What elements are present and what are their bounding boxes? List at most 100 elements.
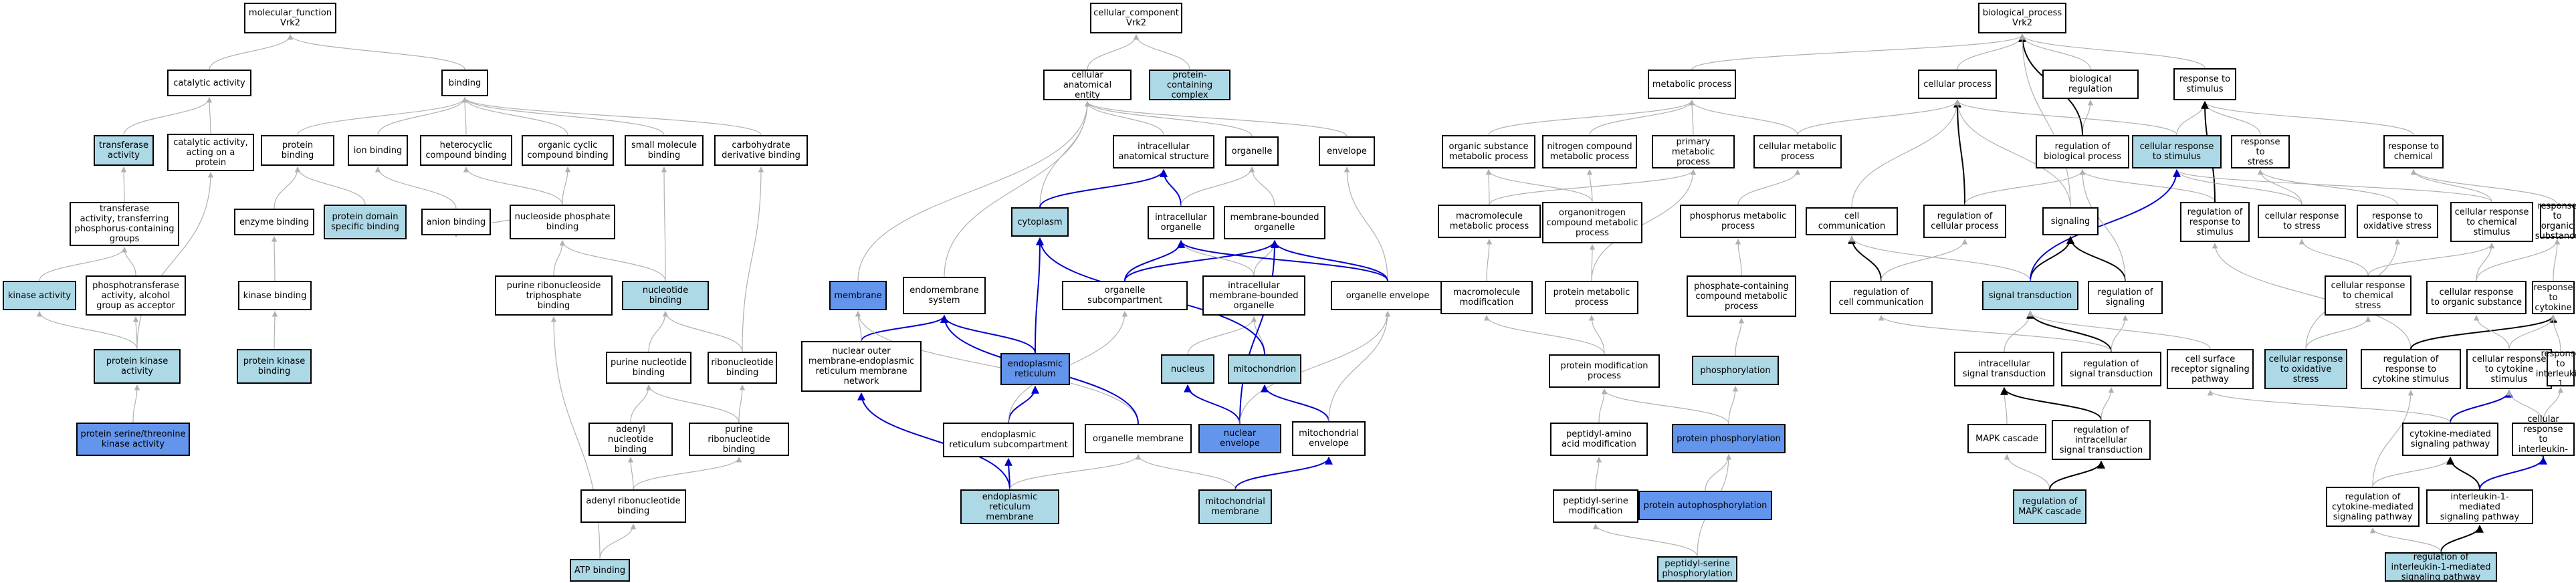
node-intracellular-anatomical-structure[interactable]: intracellular anatomical structure [1113, 135, 1214, 168]
node-adenyl-ribonucleotide-binding[interactable]: adenyl ribonucleotide binding [580, 489, 686, 523]
node-nucleus[interactable]: nucleus [1161, 354, 1214, 384]
node-atp-binding[interactable]: ATP binding [570, 559, 630, 582]
node-signal-transduction[interactable]: signal transduction [1982, 281, 2078, 310]
node-membrane-bounded-organelle[interactable]: membrane-bounded organelle [1224, 206, 1325, 239]
node-cellular-metabolic-process[interactable]: cellular metabolic process [1753, 135, 1842, 168]
node-cellular-anatomical-entity[interactable]: cellular anatomical entity [1043, 70, 1132, 100]
node-nuclear-envelope[interactable]: nuclear envelope [1198, 424, 1281, 453]
node-purine-ribonucleoside-triphosphate-binding[interactable]: purine ribonucleoside triphosphate bindi… [495, 275, 613, 316]
node-mitochondrial-envelope[interactable]: mitochondrial envelope [1292, 421, 1366, 456]
node-molecular-function-root[interactable]: molecular_function Vrk2 [244, 3, 336, 33]
node-phosphorylation[interactable]: phosphorylation [1692, 356, 1779, 385]
node-kinase-activity[interactable]: kinase activity [3, 281, 76, 310]
node-mitochondrial-membrane[interactable]: mitochondrial membrane [1198, 489, 1272, 524]
node-membrane[interactable]: membrane [829, 281, 887, 310]
node-intracellular-signal-transduction[interactable]: intracellular signal transduction [1954, 352, 2054, 386]
node-protein-kinase-binding[interactable]: protein kinase binding [237, 349, 312, 384]
node-endoplasmic-reticulum-subcompartment[interactable]: endoplasmic reticulum subcompartment [943, 423, 1074, 457]
node-nitrogen-compound-metabolic-process[interactable]: nitrogen compound metabolic process [1542, 135, 1637, 168]
node-metabolic-process[interactable]: metabolic process [1648, 70, 1736, 99]
node-phosphotransferase-alcohol-acceptor[interactable]: phosphotransferase activity, alcohol gro… [86, 275, 186, 316]
node-macromolecule-metabolic-process[interactable]: macromolecule metabolic process [1438, 205, 1541, 238]
node-phosphate-containing-compound-metabolic-process[interactable]: phosphate-containing compound metabolic … [1687, 275, 1796, 317]
node-envelope[interactable]: envelope [1319, 136, 1375, 166]
node-catalytic-activity[interactable]: catalytic activity [167, 70, 251, 96]
node-protein-kinase-activity[interactable]: protein kinase activity [94, 349, 181, 384]
node-macromolecule-modification[interactable]: macromolecule modification [1440, 281, 1533, 314]
node-transferase-activity[interactable]: transferase activity [94, 135, 154, 166]
node-nucleotide-binding[interactable]: nucleotide binding [622, 281, 709, 310]
node-ion-binding[interactable]: ion binding [348, 135, 408, 166]
node-peptidyl-serine-phosphorylation[interactable]: peptidyl-serine phosphorylation [1657, 556, 1737, 582]
node-anion-binding[interactable]: anion binding [421, 209, 491, 235]
node-organelle[interactable]: organelle [1225, 136, 1279, 166]
node-transferase-phosphorus-groups[interactable]: transferase activity, transferring phosp… [70, 202, 179, 246]
node-intracellular-membrane-bounded-organelle[interactable]: intracellular membrane-bounded organelle [1202, 275, 1305, 316]
node-biological-regulation[interactable]: biological regulation [2042, 70, 2139, 99]
node-cytokine-mediated-signaling-pathway[interactable]: cytokine-mediated signaling pathway [2402, 423, 2498, 456]
node-cellular-process[interactable]: cellular process [1918, 70, 1997, 99]
node-regulation-of-cellular-process[interactable]: regulation of cellular process [1923, 205, 2006, 238]
node-purine-ribonucleotide-binding[interactable]: purine ribonucleotide binding [689, 423, 789, 456]
node-organelle-subcompartment[interactable]: organelle subcompartment [1062, 281, 1188, 310]
node-cellular-response-to-organic-substance[interactable]: cellular response to organic substance [2426, 281, 2527, 314]
node-cytoplasm[interactable]: cytoplasm [1011, 207, 1069, 237]
node-biological-process-root[interactable]: biological_process Vrk2 [1978, 3, 2066, 33]
node-organelle-envelope[interactable]: organelle envelope [1331, 281, 1444, 310]
node-mapk-cascade[interactable]: MAPK cascade [1967, 424, 2046, 453]
node-regulation-of-interleukin-1-mediated-signaling-pathway[interactable]: regulation of interleukin-1-mediated sig… [2385, 552, 2497, 582]
node-endoplasmic-reticulum-membrane[interactable]: endoplasmic reticulum membrane [960, 489, 1059, 524]
node-organonitrogen-compound-metabolic-process[interactable]: organonitrogen compound metabolic proces… [1542, 202, 1642, 243]
node-kinase-binding[interactable]: kinase binding [238, 281, 312, 310]
node-cellular-component-root[interactable]: cellular_component Vrk2 [1090, 3, 1182, 33]
node-endomembrane-system[interactable]: endomembrane system [903, 277, 986, 314]
node-response-to-cytokine[interactable]: response to cytokine [2532, 281, 2575, 314]
node-organic-cyclic-compound-binding[interactable]: organic cyclic compound binding [522, 135, 614, 166]
node-response-to-organic-substance[interactable]: response to organic substance [2535, 201, 2576, 241]
node-cellular-response-to-chemical-stress[interactable]: cellular response to chemical stress [2325, 275, 2411, 316]
node-regulation-of-signaling[interactable]: regulation of signaling [2088, 281, 2163, 314]
node-organic-substance-metabolic-process[interactable]: organic substance metabolic process [1442, 135, 1535, 168]
node-heterocyclic-compound-binding[interactable]: heterocyclic compound binding [420, 135, 512, 166]
node-small-molecule-binding[interactable]: small molecule binding [625, 135, 704, 166]
node-protein-phosphorylation[interactable]: protein phosphorylation [1672, 424, 1786, 453]
node-phosphorus-metabolic-process[interactable]: phosphorus metabolic process [1680, 205, 1796, 238]
node-protein-binding[interactable]: protein binding [261, 135, 334, 166]
node-cellular-response-to-stress[interactable]: cellular response to stress [2258, 205, 2346, 238]
node-cell-communication[interactable]: cell communication [1806, 207, 1898, 235]
node-peptidyl-serine-modification[interactable]: peptidyl-serine modification [1553, 489, 1638, 523]
node-regulation-of-response-to-stimulus[interactable]: regulation of response to stimulus [2180, 202, 2250, 242]
node-signaling[interactable]: signaling [2042, 207, 2099, 235]
node-regulation-of-intracellular-signal-transduction[interactable]: regulation of intracellular signal trans… [2052, 420, 2151, 460]
node-protein-domain-specific-binding[interactable]: protein domain specific binding [324, 205, 407, 239]
node-cellular-response-to-oxidative-stress[interactable]: cellular response to oxidative stress [2264, 349, 2347, 389]
node-regulation-of-signal-transduction[interactable]: regulation of signal transduction [2061, 352, 2161, 386]
node-response-to-oxidative-stress[interactable]: response to oxidative stress [2357, 205, 2438, 238]
node-protein-metabolic-process[interactable]: protein metabolic process [1545, 281, 1638, 314]
node-ribonucleotide-binding[interactable]: ribonucleotide binding [708, 352, 777, 384]
node-primary-metabolic-process[interactable]: primary metabolic process [1652, 135, 1735, 168]
node-binding[interactable]: binding [441, 70, 488, 96]
node-regulation-of-mapk-cascade[interactable]: regulation of MAPK cascade [2013, 489, 2086, 524]
node-peptidyl-amino-acid-modification[interactable]: peptidyl-amino acid modification [1550, 423, 1648, 456]
node-enzyme-binding[interactable]: enzyme binding [234, 209, 314, 235]
node-regulation-of-cell-communication[interactable]: regulation of cell communication [1830, 281, 1933, 314]
node-response-to-stress[interactable]: response to stress [2231, 135, 2290, 168]
node-purine-nucleotide-binding[interactable]: purine nucleotide binding [606, 352, 691, 384]
node-regulation-of-cytokine-mediated-signaling-pathway[interactable]: regulation of cytokine-mediated signalin… [2326, 487, 2420, 527]
node-nuclear-outer-membrane-er-network[interactable]: nuclear outer membrane-endoplasmic retic… [801, 341, 922, 392]
node-adenyl-nucleotide-binding[interactable]: adenyl nucleotide binding [588, 423, 673, 456]
node-regulation-of-biological-process[interactable]: regulation of biological process [2036, 135, 2129, 168]
node-response-to-stimulus[interactable]: response to stimulus [2173, 68, 2236, 100]
node-intracellular-organelle[interactable]: intracellular organelle [1148, 206, 1214, 239]
node-catalytic-activity-acting-on-protein[interactable]: catalytic activity, acting on a protein [167, 134, 254, 171]
node-cellular-response-to-cytokine-stimulus[interactable]: cellular response to cytokine stimulus [2466, 349, 2552, 389]
node-cellular-response-to-chemical-stimulus[interactable]: cellular response to chemical stimulus [2450, 202, 2533, 242]
node-response-to-interleukin-1[interactable]: response to interleukin-1 [2535, 349, 2576, 389]
node-protein-containing-complex[interactable]: protein-containing complex [1149, 70, 1230, 100]
node-nucleoside-phosphate-binding[interactable]: nucleoside phosphate binding [510, 205, 615, 239]
node-organelle-membrane[interactable]: organelle membrane [1085, 424, 1192, 453]
node-protein-modification-process[interactable]: protein modification process [1549, 354, 1660, 388]
node-cellular-response-to-interleukin-1[interactable]: cellular response to interleukin-1 [2512, 415, 2575, 465]
node-protein-serine-threonine-kinase-activity[interactable]: protein serine/threonine kinase activity [76, 423, 190, 456]
